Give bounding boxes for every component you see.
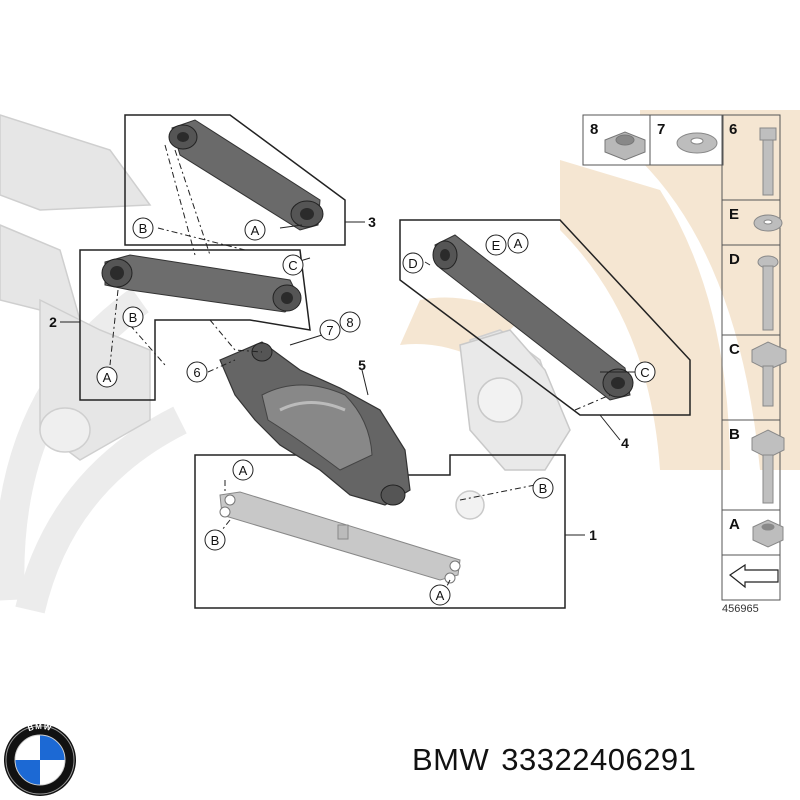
bmw-logo-icon: BMW bbox=[4, 722, 76, 796]
callout-part8: 8 bbox=[339, 311, 361, 333]
svg-text:BMW: BMW bbox=[27, 722, 53, 733]
table-label-7: 7 bbox=[657, 121, 665, 138]
point-label-b-4: B bbox=[204, 529, 226, 551]
svg-text:D: D bbox=[408, 256, 417, 271]
pointer-lines bbox=[60, 221, 635, 536]
bolt-d-icon bbox=[757, 255, 779, 331]
svg-text:B: B bbox=[539, 481, 548, 496]
svg-text:E: E bbox=[492, 238, 501, 253]
parts-table: 8 7 6 E D C B A bbox=[582, 114, 787, 601]
callout-group3: 3 bbox=[368, 214, 376, 230]
table-label-e: E bbox=[729, 206, 739, 223]
part3-upper-arm bbox=[168, 119, 324, 231]
point-label-b-1: B bbox=[132, 217, 154, 239]
arrow-reference-icon bbox=[728, 563, 779, 589]
point-label-a-4: A bbox=[232, 459, 254, 481]
point-label-a-1: A bbox=[244, 219, 266, 241]
point-label-b-3: B bbox=[532, 477, 554, 499]
point-label-b-2: B bbox=[122, 306, 144, 328]
callout-group1: 1 bbox=[589, 527, 597, 543]
point-label-d: D bbox=[402, 252, 424, 274]
callout-group2: 2 bbox=[49, 314, 57, 330]
table-label-6: 6 bbox=[729, 121, 737, 138]
callout-part6: 6 bbox=[186, 361, 208, 383]
svg-text:6: 6 bbox=[193, 365, 200, 380]
part2-control-arm bbox=[101, 254, 302, 313]
callout-part5: 5 bbox=[358, 357, 366, 373]
point-label-c-1: C bbox=[282, 254, 304, 276]
table-label-d: D bbox=[729, 251, 740, 268]
svg-text:A: A bbox=[514, 236, 523, 251]
table-label-c: C bbox=[729, 341, 740, 358]
washer-e-icon bbox=[753, 214, 783, 232]
svg-text:A: A bbox=[436, 588, 445, 603]
svg-text:7: 7 bbox=[326, 323, 333, 338]
bolt-c-icon bbox=[751, 341, 787, 407]
washer-part7-icon bbox=[676, 132, 718, 154]
group-boxes bbox=[79, 114, 691, 609]
part-number: 33322406291 bbox=[501, 742, 697, 777]
table-label-b: B bbox=[729, 426, 740, 443]
part1-toe-link bbox=[219, 491, 461, 584]
svg-text:8: 8 bbox=[346, 315, 353, 330]
point-label-a-5: A bbox=[429, 584, 451, 606]
svg-text:B: B bbox=[139, 221, 148, 236]
reference-number: 456965 bbox=[722, 603, 759, 615]
callout-group4: 4 bbox=[621, 435, 629, 451]
point-label-c-2: C bbox=[634, 361, 656, 383]
svg-text:C: C bbox=[288, 258, 297, 273]
svg-text:A: A bbox=[103, 370, 112, 385]
svg-text:C: C bbox=[640, 365, 649, 380]
wheel-carrier bbox=[455, 329, 571, 520]
svg-text:B: B bbox=[129, 310, 138, 325]
bolt-b-icon bbox=[751, 429, 785, 504]
svg-text:A: A bbox=[239, 463, 248, 478]
svg-text:A: A bbox=[251, 223, 260, 238]
part5-wishbone bbox=[219, 341, 411, 506]
svg-text:B: B bbox=[211, 533, 220, 548]
group4-box bbox=[399, 219, 691, 416]
point-label-e: E bbox=[485, 234, 507, 256]
point-label-a-3: A bbox=[507, 232, 529, 254]
leader-lines bbox=[109, 144, 611, 591]
nut-part8-icon bbox=[604, 131, 646, 161]
watermark-arcs bbox=[0, 287, 187, 614]
bolt-part6-icon bbox=[759, 127, 777, 196]
product-caption: BMW 33322406291 bbox=[412, 742, 708, 778]
callout-part7: 7 bbox=[319, 319, 341, 341]
table-label-8: 8 bbox=[590, 121, 598, 138]
part4-trailing-arm bbox=[432, 234, 634, 401]
brand-name: BMW bbox=[412, 742, 490, 777]
point-label-a-2: A bbox=[96, 366, 118, 388]
table-label-a: A bbox=[729, 516, 740, 533]
nut-a-icon bbox=[752, 519, 784, 548]
